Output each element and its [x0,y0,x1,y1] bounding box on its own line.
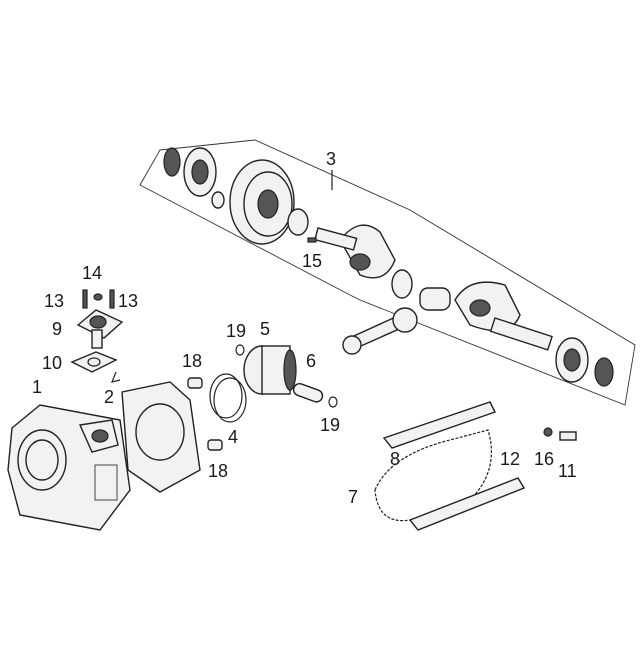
piston-rings [209,373,247,423]
connecting-rod [342,307,418,355]
label-19-top: 19 [226,321,247,341]
tensioner-bolt-right [109,289,115,309]
label-10: 10 [42,353,63,373]
label-3: 3 [326,149,337,169]
label-1: 1 [32,377,43,397]
chain-guide-upper [382,401,496,449]
seal-ring [287,208,309,236]
label-18-bottom: 18 [208,461,229,481]
label-13-right: 13 [118,291,139,311]
chain-guide-lower [408,477,526,531]
label-12: 12 [500,449,521,469]
crank-web-left [314,224,396,279]
label-5: 5 [260,319,271,339]
label-9: 9 [52,319,63,339]
woodruff-key [307,237,317,243]
label-18-top: 18 [182,351,203,371]
label-8: 8 [390,449,401,469]
crank-web-right [454,281,553,351]
tensioner-gasket [70,351,118,373]
label-6: 6 [306,351,317,371]
label-4: 4 [228,427,239,447]
tensioner-bolt-left [82,289,88,309]
piston [243,345,297,395]
label-7: 7 [348,487,359,507]
label-19-bottom: 19 [320,415,341,435]
arrow-2 [111,371,121,383]
label-15: 15 [302,251,323,271]
piston-clip-bottom [328,396,338,408]
timing-chain [374,429,492,522]
cam-chain-tensioner [76,309,124,349]
cylinder-gasket [121,381,201,493]
piston-clip-top [235,344,245,356]
flywheel-rotor [229,159,295,245]
cylinder-block [7,404,131,531]
label-11: 11 [558,461,577,481]
left-bearing-assembly [163,147,225,209]
label-14: 14 [82,263,103,283]
piston-pin [292,382,324,403]
label-2: 2 [104,387,115,407]
right-bearing-assembly [555,337,614,387]
crank-pin-bearing [391,269,451,311]
dowel-pin-top [187,377,203,389]
tensioner-washer [93,293,103,301]
label-16: 16 [534,449,555,469]
crankshaft-group-outline [139,139,636,406]
label-13-left: 13 [44,291,65,311]
washer-16 [543,427,553,437]
dowel-pin-bottom [207,439,223,451]
bolt-11 [559,431,577,441]
